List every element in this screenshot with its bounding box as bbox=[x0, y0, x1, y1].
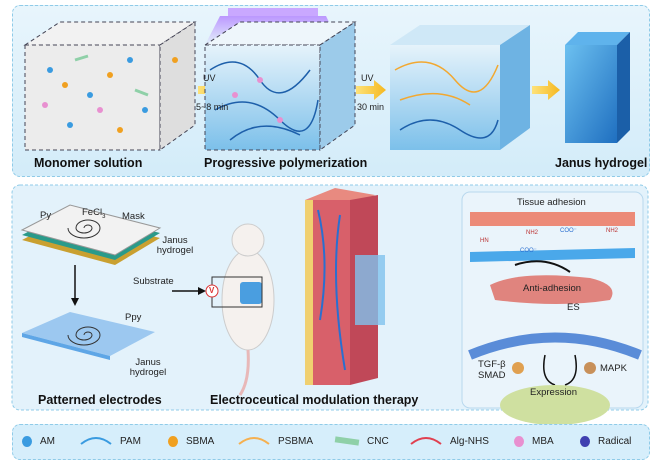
rat-illustration bbox=[221, 223, 275, 396]
hydrogel-layer bbox=[470, 248, 635, 262]
nh2-label-1: NH2 bbox=[526, 230, 539, 236]
arrow-3 bbox=[532, 80, 560, 100]
nh2-label-2: NH2 bbox=[606, 228, 619, 234]
fecl3-label: FeCl3 bbox=[82, 208, 105, 222]
coo-label-2: COO⁻ bbox=[520, 248, 537, 254]
legend-panel bbox=[12, 424, 650, 460]
legend-label: SBMA bbox=[186, 435, 215, 447]
legend-label: AM bbox=[40, 435, 55, 447]
voltmeter-icon bbox=[205, 284, 219, 298]
smad-label: SMAD bbox=[478, 370, 506, 381]
nucleus bbox=[500, 385, 610, 425]
legend-item-pam: PAM bbox=[80, 428, 141, 454]
uv-arrow-2 bbox=[356, 80, 386, 100]
legend-label: PSBMA bbox=[278, 435, 314, 447]
anti-adhesion-label: Anti-adhesion bbox=[523, 283, 582, 294]
ppy-label: Ppy bbox=[125, 312, 142, 323]
legend-item-cnc: CNC bbox=[334, 428, 389, 454]
legend-label: PAM bbox=[120, 435, 141, 447]
uv-time-2: 30 min bbox=[357, 102, 385, 112]
mask-electrode-stack bbox=[20, 204, 162, 265]
fecl3-text: FeCl bbox=[82, 207, 103, 218]
patterned-electrode bbox=[22, 312, 155, 360]
step-progressive-polymerization: Progressive polymerization bbox=[204, 156, 368, 170]
substrate-label: Substrate bbox=[133, 276, 174, 287]
py-label: Py bbox=[40, 210, 52, 221]
radical-icon bbox=[580, 435, 590, 447]
cnc-icon bbox=[334, 436, 360, 446]
polymerization-box bbox=[203, 8, 357, 151]
legend-label: Radical bbox=[598, 435, 632, 447]
uv-label-1: UV bbox=[203, 73, 216, 83]
es-label: ES bbox=[567, 302, 580, 313]
monomer-solution-box bbox=[23, 21, 197, 151]
uv-time-1: 5~8 min bbox=[196, 102, 229, 112]
tgf-beta-label: TGF-β bbox=[478, 359, 506, 370]
tissue-adhesion-label: Tissue adhesion bbox=[517, 197, 586, 208]
legend-item-sbma: SBMA bbox=[168, 428, 214, 454]
janus-hydrogel-block bbox=[565, 32, 630, 143]
step-janus-hydrogel: Janus hydrogel bbox=[555, 156, 648, 170]
tissue-block bbox=[305, 188, 385, 385]
legend-item-radical: Radical bbox=[580, 428, 631, 454]
mapk-label: MAPK bbox=[600, 363, 627, 374]
legend-item-am: AM bbox=[22, 428, 55, 454]
pam-icon bbox=[80, 437, 112, 445]
legend-item-mba: MBA bbox=[514, 428, 554, 454]
janus-hydrogel-label-1: Janus hydrogel bbox=[156, 235, 194, 256]
fecl3-subscript: 3 bbox=[102, 213, 106, 220]
step-monomer-solution: Monomer solution bbox=[34, 156, 143, 170]
sbma-icon bbox=[168, 435, 178, 447]
legend-label: Alg-NHS bbox=[450, 435, 489, 447]
tissue-blob bbox=[490, 275, 613, 304]
therapy-title: Electroceutical modulation therapy bbox=[210, 393, 419, 407]
legend-item-psbma: PSBMA bbox=[238, 428, 313, 454]
am-icon bbox=[22, 435, 32, 447]
cell-membrane bbox=[468, 332, 642, 360]
legend-label: MBA bbox=[532, 435, 554, 447]
tissue-layer bbox=[470, 212, 635, 226]
patterned-electrodes-title: Patterned electrodes bbox=[38, 393, 162, 407]
legend-item-alg-nhs: Alg-NHS bbox=[410, 428, 489, 454]
janus-hydrogel-label-2: Janus hydrogel bbox=[129, 357, 167, 378]
voltmeter-label: V bbox=[209, 286, 215, 295]
uv-label-2: UV bbox=[361, 73, 374, 83]
psbma-icon bbox=[238, 437, 270, 445]
legend-label: CNC bbox=[367, 435, 389, 447]
janus-hydrogel-box bbox=[390, 25, 530, 150]
expression-label: Expression bbox=[530, 387, 577, 398]
alg-nhs-icon bbox=[410, 437, 442, 445]
mask-label: Mask bbox=[122, 211, 145, 222]
mba-icon bbox=[514, 435, 524, 447]
coo-label-1: COO⁻ bbox=[560, 228, 577, 234]
hn-label: HN bbox=[480, 238, 489, 244]
